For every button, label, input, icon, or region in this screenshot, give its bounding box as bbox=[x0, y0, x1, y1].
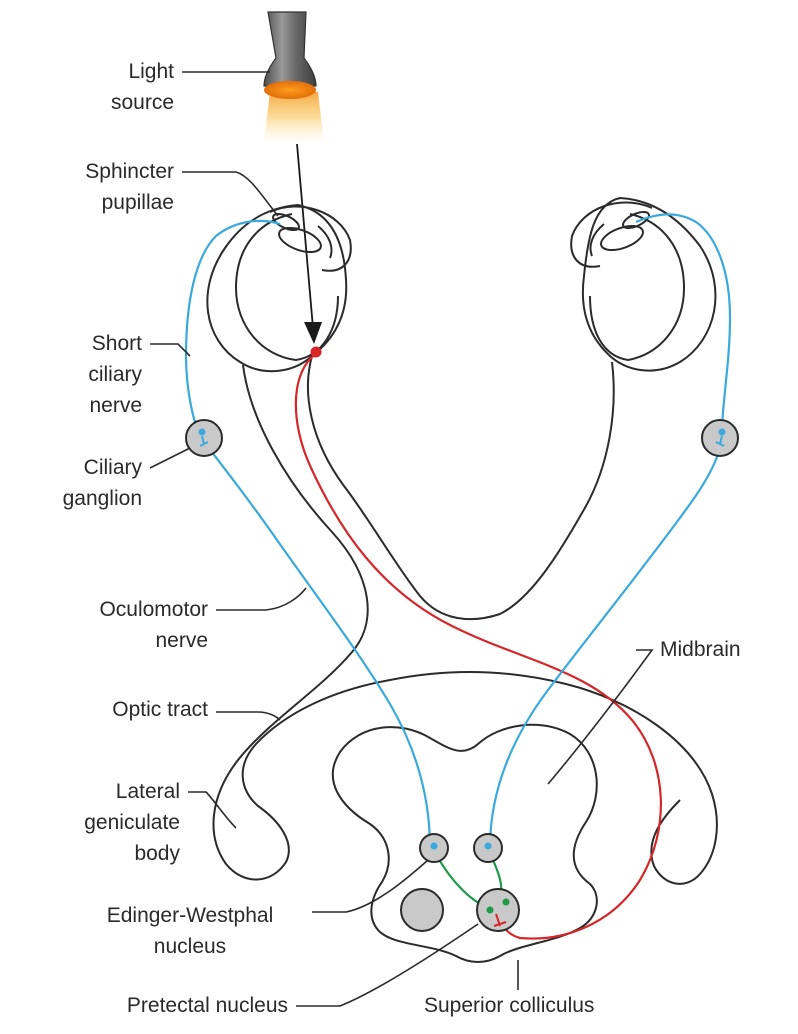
short-ciliary-nerve-label-line2: ciliary bbox=[88, 363, 142, 386]
arrow-head bbox=[304, 322, 322, 344]
sphincter-pupillae-label-line1: Sphincter bbox=[85, 160, 174, 183]
oculomotor-nerve-label-line2: nerve bbox=[155, 629, 208, 652]
efferent-pathway-left bbox=[184, 219, 432, 849]
leader-edinger-westphal bbox=[312, 859, 429, 913]
pretectal-nucleus-label-text: Pretectal nucleus bbox=[126, 994, 288, 1017]
leader-pretectal bbox=[296, 923, 479, 1007]
leader-oculomotor-nerve bbox=[216, 587, 307, 611]
optic-tract-label: Optic tract bbox=[40, 694, 208, 725]
edinger-westphal-nucleus-left bbox=[419, 833, 449, 863]
pretectal-nucleus-label: Pretectal nucleus bbox=[40, 990, 288, 1021]
leader-optic-tract bbox=[216, 711, 281, 721]
afferent-pathway bbox=[294, 353, 662, 940]
leader-midbrain bbox=[547, 649, 654, 785]
lateral-geniculate-label-line3: body bbox=[134, 842, 180, 865]
leader-lines bbox=[149, 71, 654, 1007]
leader-lateral-geniculate bbox=[188, 791, 237, 829]
superior-colliculus-label-text: Superior colliculus bbox=[424, 994, 595, 1017]
lamp-body bbox=[263, 11, 317, 87]
edinger-westphal-label-line1: Edinger-Westphal bbox=[106, 904, 274, 927]
ciliary-ganglion-right bbox=[701, 419, 739, 457]
ciliary-ganglion-label-line2: ganglion bbox=[62, 487, 142, 510]
ciliary-ganglion-label-line1: Ciliary bbox=[83, 456, 142, 479]
ciliary-ganglion-left bbox=[185, 419, 223, 457]
light-source-label: Light source bbox=[48, 56, 174, 118]
short-ciliary-nerve-label-line3: nerve bbox=[89, 394, 142, 417]
pretectal-nucleus-left bbox=[400, 888, 444, 932]
superior-colliculus-label: Superior colliculus bbox=[424, 990, 594, 1021]
midbrain-label-text: Midbrain bbox=[660, 638, 741, 661]
sphincter-pupillae-label-line2: pupillae bbox=[101, 191, 174, 214]
midbrain-outline bbox=[331, 723, 598, 963]
light-source bbox=[263, 11, 324, 142]
lateral-geniculate-body-label: Lateral geniculate body bbox=[40, 776, 180, 869]
edinger-westphal-nucleus-right bbox=[473, 833, 503, 863]
sphincter-pupillae-label: Sphincter pupillae bbox=[48, 156, 174, 218]
short-ciliary-nerve-label-line1: Short bbox=[91, 332, 142, 355]
oculomotor-nerve-label-line1: Oculomotor bbox=[99, 598, 208, 621]
lateral-geniculate-label-line1: Lateral bbox=[115, 780, 180, 803]
light-source-label-line2: source bbox=[110, 91, 174, 114]
light-source-label-line1: Light bbox=[128, 60, 174, 83]
light-ray-arrow bbox=[296, 143, 314, 329]
left-eye bbox=[206, 203, 352, 373]
edinger-westphal-label-line2: nucleus bbox=[153, 935, 227, 958]
edinger-westphal-nucleus-label: Edinger-Westphal nucleus bbox=[76, 900, 304, 962]
pretectal-nucleus-right bbox=[476, 888, 520, 932]
leader-sphincter-pupillae bbox=[182, 171, 279, 217]
midbrain-label: Midbrain bbox=[660, 634, 741, 665]
lateral-geniculate-label-line2: geniculate bbox=[84, 811, 180, 834]
efferent-pathway-right bbox=[488, 213, 732, 849]
leader-ciliary-ganglion bbox=[149, 447, 191, 469]
oculomotor-nerve-label: Oculomotor nerve bbox=[40, 594, 208, 656]
retina-receptor-dot bbox=[310, 346, 322, 358]
optic-pathway-outline bbox=[212, 355, 718, 885]
leader-short-ciliary-nerve bbox=[150, 343, 191, 357]
lamp-bulb bbox=[264, 81, 316, 99]
short-ciliary-nerve-label: Short ciliary nerve bbox=[20, 328, 142, 421]
optic-tract-label-text: Optic tract bbox=[112, 698, 208, 721]
light-glow bbox=[264, 92, 324, 142]
right-eye bbox=[570, 196, 717, 372]
ciliary-ganglion-label: Ciliary ganglion bbox=[8, 452, 142, 514]
